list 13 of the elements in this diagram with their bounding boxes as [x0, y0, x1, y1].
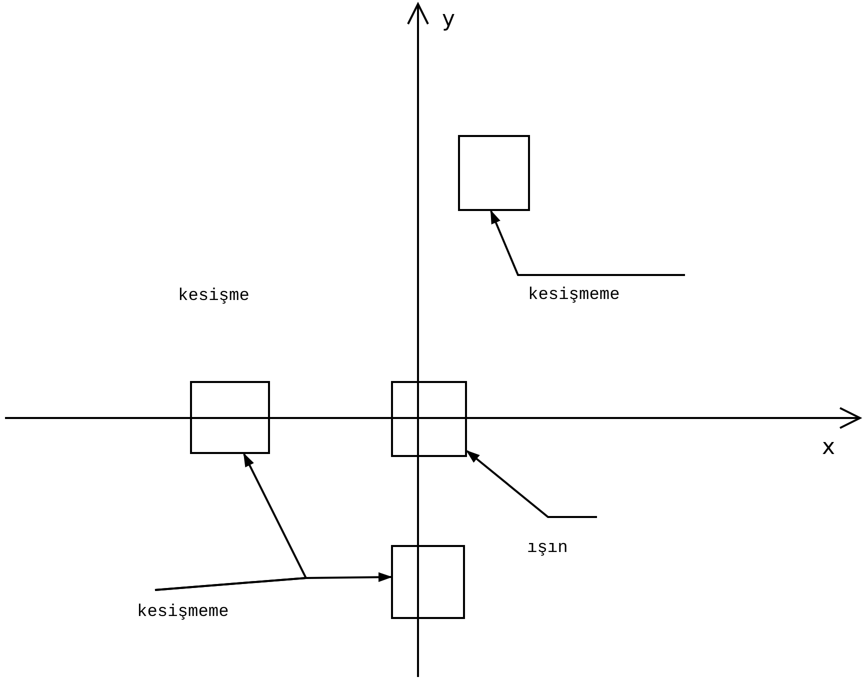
leader-text: kesişmeme: [528, 286, 620, 306]
leader-line: [154, 572, 392, 591]
square-box: [458, 135, 530, 211]
leader-text: kesişmeme: [137, 603, 229, 623]
square-box: [391, 381, 467, 457]
region-label: kesişme: [178, 287, 250, 307]
leader-line: [490, 210, 685, 276]
axis-label: x: [822, 436, 836, 460]
leader-line: [466, 450, 597, 518]
leader-text: ışın: [527, 539, 568, 559]
square-box: [391, 545, 465, 619]
square-box: [190, 381, 270, 454]
axis-label: y: [442, 8, 456, 32]
